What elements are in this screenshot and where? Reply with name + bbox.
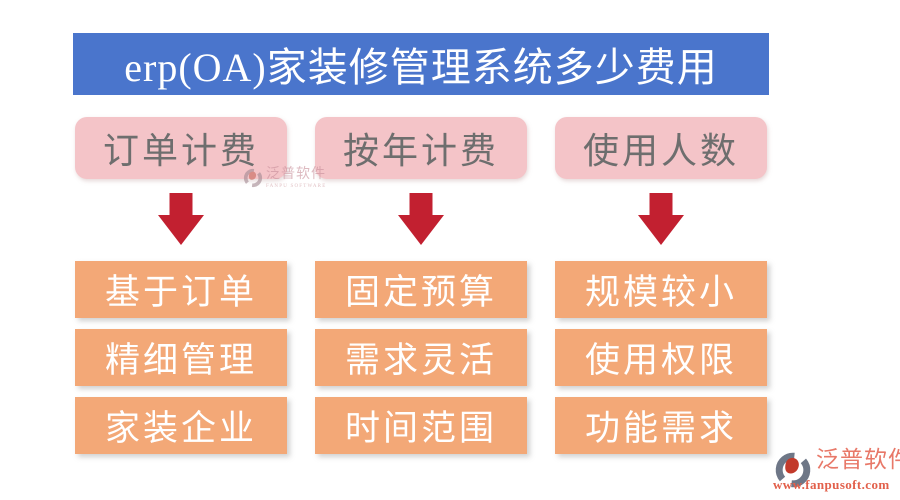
category-label: 使用人数 bbox=[582, 131, 739, 171]
item-box: 功能需求 bbox=[555, 397, 767, 454]
category-box: 订单计费 bbox=[75, 117, 287, 179]
item-box: 固定预算 bbox=[315, 261, 527, 318]
down-arrow-icon bbox=[398, 193, 444, 245]
item-box: 使用权限 bbox=[555, 329, 767, 386]
column-user-count: 使用人数 规模较小 使用权限 功能需求 bbox=[555, 117, 767, 465]
fanpu-logo-icon bbox=[775, 452, 811, 488]
item-box: 基于订单 bbox=[75, 261, 287, 318]
item-box: 家装企业 bbox=[75, 397, 287, 454]
category-box: 按年计费 bbox=[315, 117, 527, 179]
down-arrow-icon bbox=[638, 193, 684, 245]
title-bar: erp(OA)家装修管理系统多少费用 bbox=[73, 33, 769, 95]
down-arrow-icon bbox=[158, 193, 204, 245]
footer-brand: 泛普软件 www.fanpusoft.com bbox=[772, 446, 900, 496]
column-annual-billing: 按年计费 固定预算 需求灵活 时间范围 bbox=[315, 117, 527, 465]
footer-url: www.fanpusoft.com bbox=[773, 477, 890, 492]
column-order-billing: 订单计费 基于订单 精细管理 家装企业 bbox=[75, 117, 287, 465]
category-label: 按年计费 bbox=[342, 131, 499, 171]
item-box: 规模较小 bbox=[555, 261, 767, 318]
item-box: 时间范围 bbox=[315, 397, 527, 454]
item-box: 需求灵活 bbox=[315, 329, 527, 386]
footer-brand-text: 泛普软件 bbox=[816, 447, 900, 472]
category-box: 使用人数 bbox=[555, 117, 767, 179]
item-box: 精细管理 bbox=[75, 329, 287, 386]
page-title: erp(OA)家装修管理系统多少费用 bbox=[124, 45, 718, 90]
category-label: 订单计费 bbox=[102, 131, 259, 171]
